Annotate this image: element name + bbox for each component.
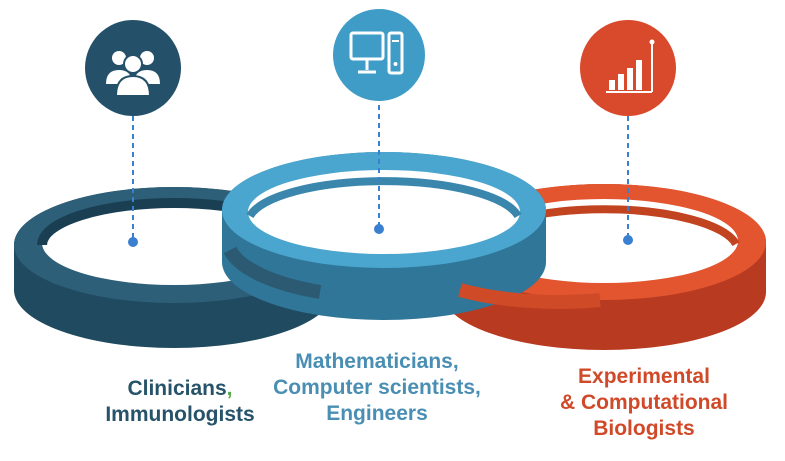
connectors <box>132 96 629 240</box>
label-clinicians-line1: Clinicians, <box>127 377 233 400</box>
label-mathematicians-line1: Mathematicians, <box>295 350 459 373</box>
label-mathematicians-line3: Engineers <box>326 402 428 425</box>
label-mathematicians: Mathematicians, Computer scientists, Eng… <box>262 349 492 427</box>
bar-chart-icon <box>580 20 676 116</box>
label-mathematicians-line2: Computer scientists, <box>273 376 481 399</box>
label-biologists: Experimental & Computational Biologists <box>534 364 754 442</box>
connector-dot-biologists <box>623 235 633 245</box>
ring-overlap-orange <box>458 283 601 309</box>
connector-dot-mathematicians <box>374 224 384 234</box>
ring-overlap-teal <box>223 246 322 299</box>
connector-dot-clinicians <box>128 237 138 247</box>
label-clinicians-line2: Immunologists <box>105 403 255 426</box>
label-biologists-line2: & Computational <box>560 391 728 414</box>
label-biologists-line1: Experimental <box>578 365 710 388</box>
label-clinicians: Clinicians, Immunologists <box>80 376 280 428</box>
computer-icon <box>333 9 425 101</box>
people-icon <box>85 20 181 116</box>
ring-mathematicians <box>222 152 546 320</box>
label-biologists-line3: Biologists <box>593 417 695 440</box>
